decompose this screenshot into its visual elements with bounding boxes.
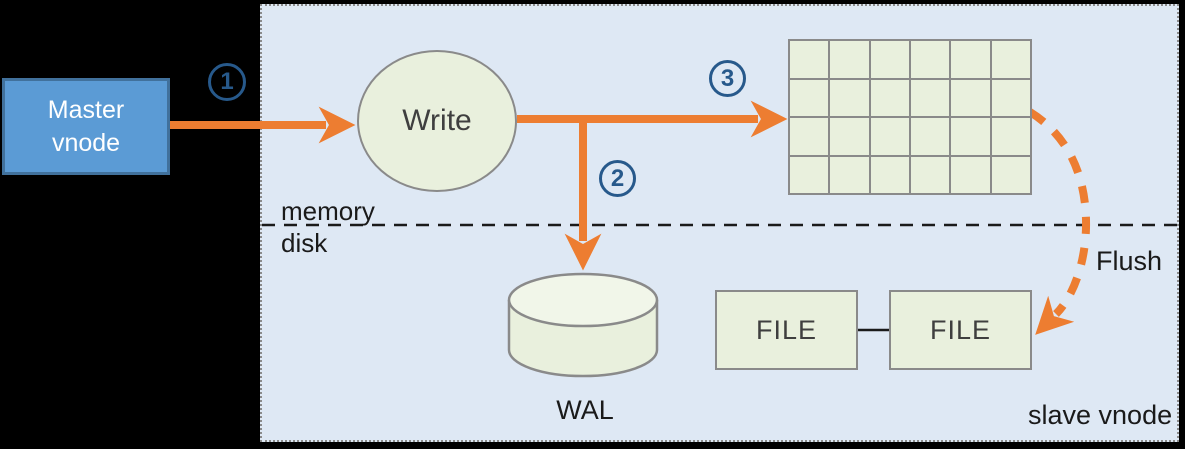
memory-label: memory	[281, 196, 375, 226]
grid-cell	[870, 118, 909, 155]
grid-cell	[790, 118, 829, 155]
grid-cell	[991, 118, 1030, 155]
write-node: Write	[357, 50, 517, 192]
file-right-label: FILE	[929, 314, 992, 345]
disk-label: disk	[281, 228, 328, 258]
grid-cell	[910, 118, 950, 155]
step-1-number: 1	[220, 68, 234, 95]
grid-cell	[951, 118, 990, 155]
grid-cell	[991, 41, 1030, 78]
step-3-badge: 3	[709, 60, 746, 97]
master-vnode-label: Master vnode	[47, 95, 125, 157]
step-2-badge: 2	[599, 160, 636, 197]
file-box-left: FILE	[715, 290, 858, 370]
mem-table-grid	[788, 39, 1032, 195]
grid-cell	[830, 118, 869, 155]
slave-vnode-label: slave vnode	[1028, 400, 1173, 430]
grid-cell	[951, 41, 990, 78]
grid-cell	[790, 79, 829, 116]
grid-cell	[991, 79, 1030, 116]
wal-cylinder-top	[507, 272, 659, 328]
grid-cell	[790, 41, 829, 78]
file-left-label: FILE	[755, 314, 818, 345]
grid-cell	[870, 41, 909, 78]
step-3-number: 3	[720, 64, 735, 92]
grid-cell	[910, 41, 950, 78]
grid-cell	[830, 41, 869, 78]
wal-cylinder	[507, 272, 659, 378]
grid-cell	[991, 156, 1030, 193]
grid-cell	[910, 156, 950, 193]
grid-cell	[790, 156, 829, 193]
step-2-number: 2	[610, 164, 625, 192]
grid-cell	[951, 79, 990, 116]
grid-cell	[870, 156, 909, 193]
master-vnode-box: Master vnode	[2, 78, 170, 175]
wal-label: WAL	[556, 395, 614, 425]
grid-cell	[870, 79, 909, 116]
grid-cell	[830, 79, 869, 116]
step-1-badge: 1	[208, 63, 246, 101]
write-label: Write	[402, 104, 472, 137]
grid-cell	[951, 156, 990, 193]
file-box-right: FILE	[889, 290, 1032, 370]
grid-cell	[830, 156, 869, 193]
flush-label: Flush	[1096, 246, 1163, 276]
grid-cell	[910, 79, 950, 116]
